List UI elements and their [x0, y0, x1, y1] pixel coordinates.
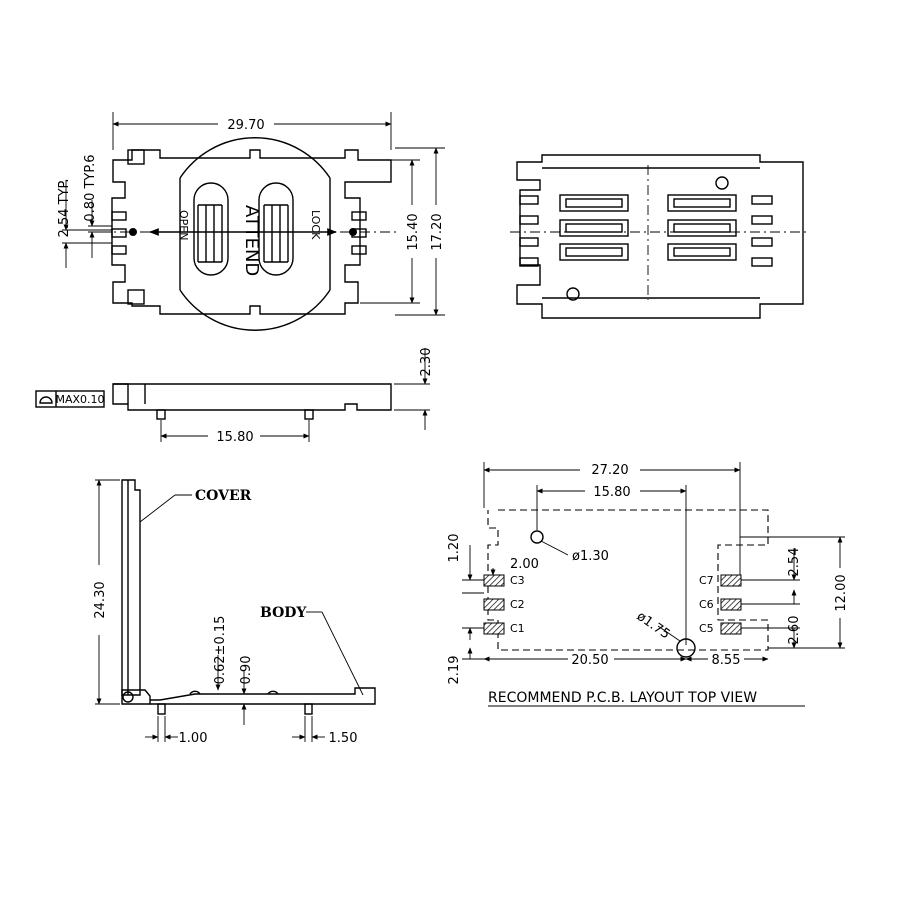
dim-right-offset: 2.60: [787, 616, 802, 645]
text-attend: ATTEND: [241, 205, 262, 276]
dim-bottom-offset: 2.19: [447, 656, 462, 685]
dim-top-width: 29.70: [227, 118, 264, 133]
label-cover: COVER: [195, 488, 252, 504]
pads-left: C3 C2 C1: [483, 574, 525, 635]
dim-pad-offset: 2.00: [510, 557, 539, 572]
pad-label: C5: [699, 622, 714, 635]
dim-top-offset: 1.20: [447, 534, 462, 563]
dim-top-height-inner: 15.40: [406, 213, 421, 250]
dim-left-peg: 1.00: [179, 731, 208, 746]
dim-thickness: 0.90: [239, 656, 254, 685]
dim-top-pitch: 2.54 TYP.: [57, 179, 72, 238]
pad-label: C3: [510, 574, 525, 587]
pad-label: C6: [699, 598, 714, 611]
dim-top-height-outer: 17.20: [430, 213, 445, 250]
pad-label: C7: [699, 574, 714, 587]
dim-right-peg: 1.50: [329, 731, 358, 746]
dim-pcb-pitch: 2.54: [787, 548, 802, 577]
dim-small-hole: ø1.30: [572, 549, 609, 564]
dim-hole-spacing: 15.80: [593, 485, 630, 500]
dim-pcb-height: 12.00: [834, 574, 849, 611]
dim-tail: 0.62±0.15: [213, 616, 228, 685]
dim-large-hole: ø1.75: [634, 609, 673, 642]
side-view: 2.30 15.80 MAX0.10: [35, 348, 434, 445]
open-view: 24.30 COVER BODY 0.62±0.15 0.90 1.00 1.5…: [93, 479, 376, 746]
top-view: 29.70 15.40 17.20 2.54 TYP. 0.80 TYP.6: [57, 112, 445, 331]
dim-hole-to-left: 20.50: [571, 653, 608, 668]
dim-peg-spacing: 15.80: [216, 430, 253, 445]
pcb-layout: 27.20 15.80 ø1.30 ø1.75 C3 C2 C1 C7 C6 C…: [447, 462, 849, 707]
text-open: OPEN: [177, 210, 190, 240]
dim-top-pin-width: 0.80 TYP.6: [83, 154, 98, 221]
dim-side-height: 2.30: [419, 348, 434, 377]
dim-hole-to-right: 8.55: [712, 653, 741, 668]
bottom-view: [510, 154, 810, 319]
text-lock: LOCK: [309, 210, 322, 240]
pcb-caption: RECOMMEND P.C.B. LAYOUT TOP VIEW: [488, 690, 757, 706]
pad-label: C1: [510, 622, 525, 635]
pad-label: C2: [510, 598, 525, 611]
pads-right: C7 C6 C5: [699, 574, 742, 635]
flatness-note: MAX0.10: [55, 393, 104, 406]
dim-pcb-width: 27.20: [591, 463, 628, 478]
label-body: BODY: [260, 605, 307, 621]
dim-cover-height: 24.30: [93, 581, 108, 618]
